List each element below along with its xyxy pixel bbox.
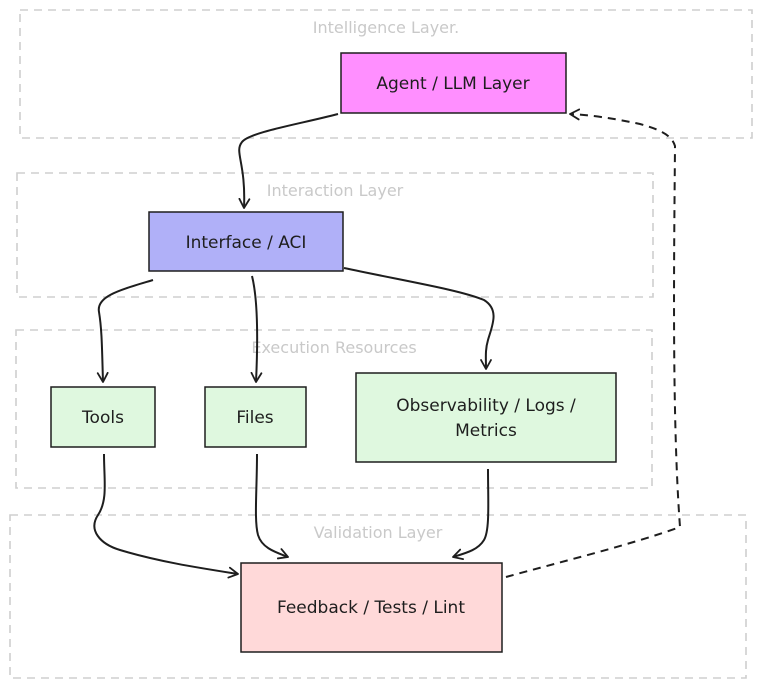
agent-node: Agent / LLM Layer	[340, 52, 567, 114]
interface-node-label: Interface / ACI	[186, 233, 307, 253]
execution-layer-box	[15, 329, 653, 489]
files-node-label: Files	[236, 408, 273, 428]
edge-tools-to-feedback	[93, 453, 239, 579]
interaction-layer: Interaction Layer	[16, 172, 654, 298]
observability-node-label-line1: Observability / Logs /	[396, 396, 576, 416]
interface-node-box	[148, 211, 344, 272]
edge-observability-to-feedback	[452, 468, 490, 561]
observability-node: Observability / Logs / Metrics	[355, 372, 617, 463]
interaction-layer-label: Interaction Layer	[267, 181, 404, 200]
observability-node-box	[355, 372, 617, 463]
observability-node-label-line2: Metrics	[455, 421, 517, 441]
edge-interface-to-observability	[343, 267, 495, 370]
edge-interface-to-files	[250, 275, 263, 383]
edge-interface-to-tools	[96, 279, 154, 383]
feedback-node-label: Feedback / Tests / Lint	[277, 598, 465, 618]
agent-node-box	[340, 52, 567, 114]
edge-files-to-feedback	[254, 453, 289, 560]
feedback-node: Feedback / Tests / Lint	[240, 562, 503, 653]
tools-node-label: Tools	[81, 408, 124, 428]
edge-feedback-to-agent	[505, 108, 682, 578]
edge-agent-to-interface	[238, 113, 339, 209]
interaction-layer-box	[16, 172, 654, 298]
validation-layer-label: Validation Layer	[314, 523, 443, 542]
tools-node: Tools	[50, 386, 156, 448]
execution-layer: Execution Resources	[15, 329, 653, 489]
agent-node-label: Agent / LLM Layer	[376, 74, 529, 94]
validation-layer-box	[9, 514, 747, 679]
intelligence-layer-box	[19, 9, 753, 139]
tools-node-box	[50, 386, 156, 448]
feedback-node-box	[240, 562, 503, 653]
execution-layer-label: Execution Resources	[251, 338, 416, 357]
interface-node: Interface / ACI	[148, 211, 344, 272]
intelligence-layer-label: Intelligence Layer.	[313, 18, 459, 37]
intelligence-layer: Intelligence Layer.	[19, 9, 753, 139]
files-node: Files	[204, 386, 307, 448]
validation-layer: Validation Layer	[9, 514, 747, 679]
files-node-box	[204, 386, 307, 448]
